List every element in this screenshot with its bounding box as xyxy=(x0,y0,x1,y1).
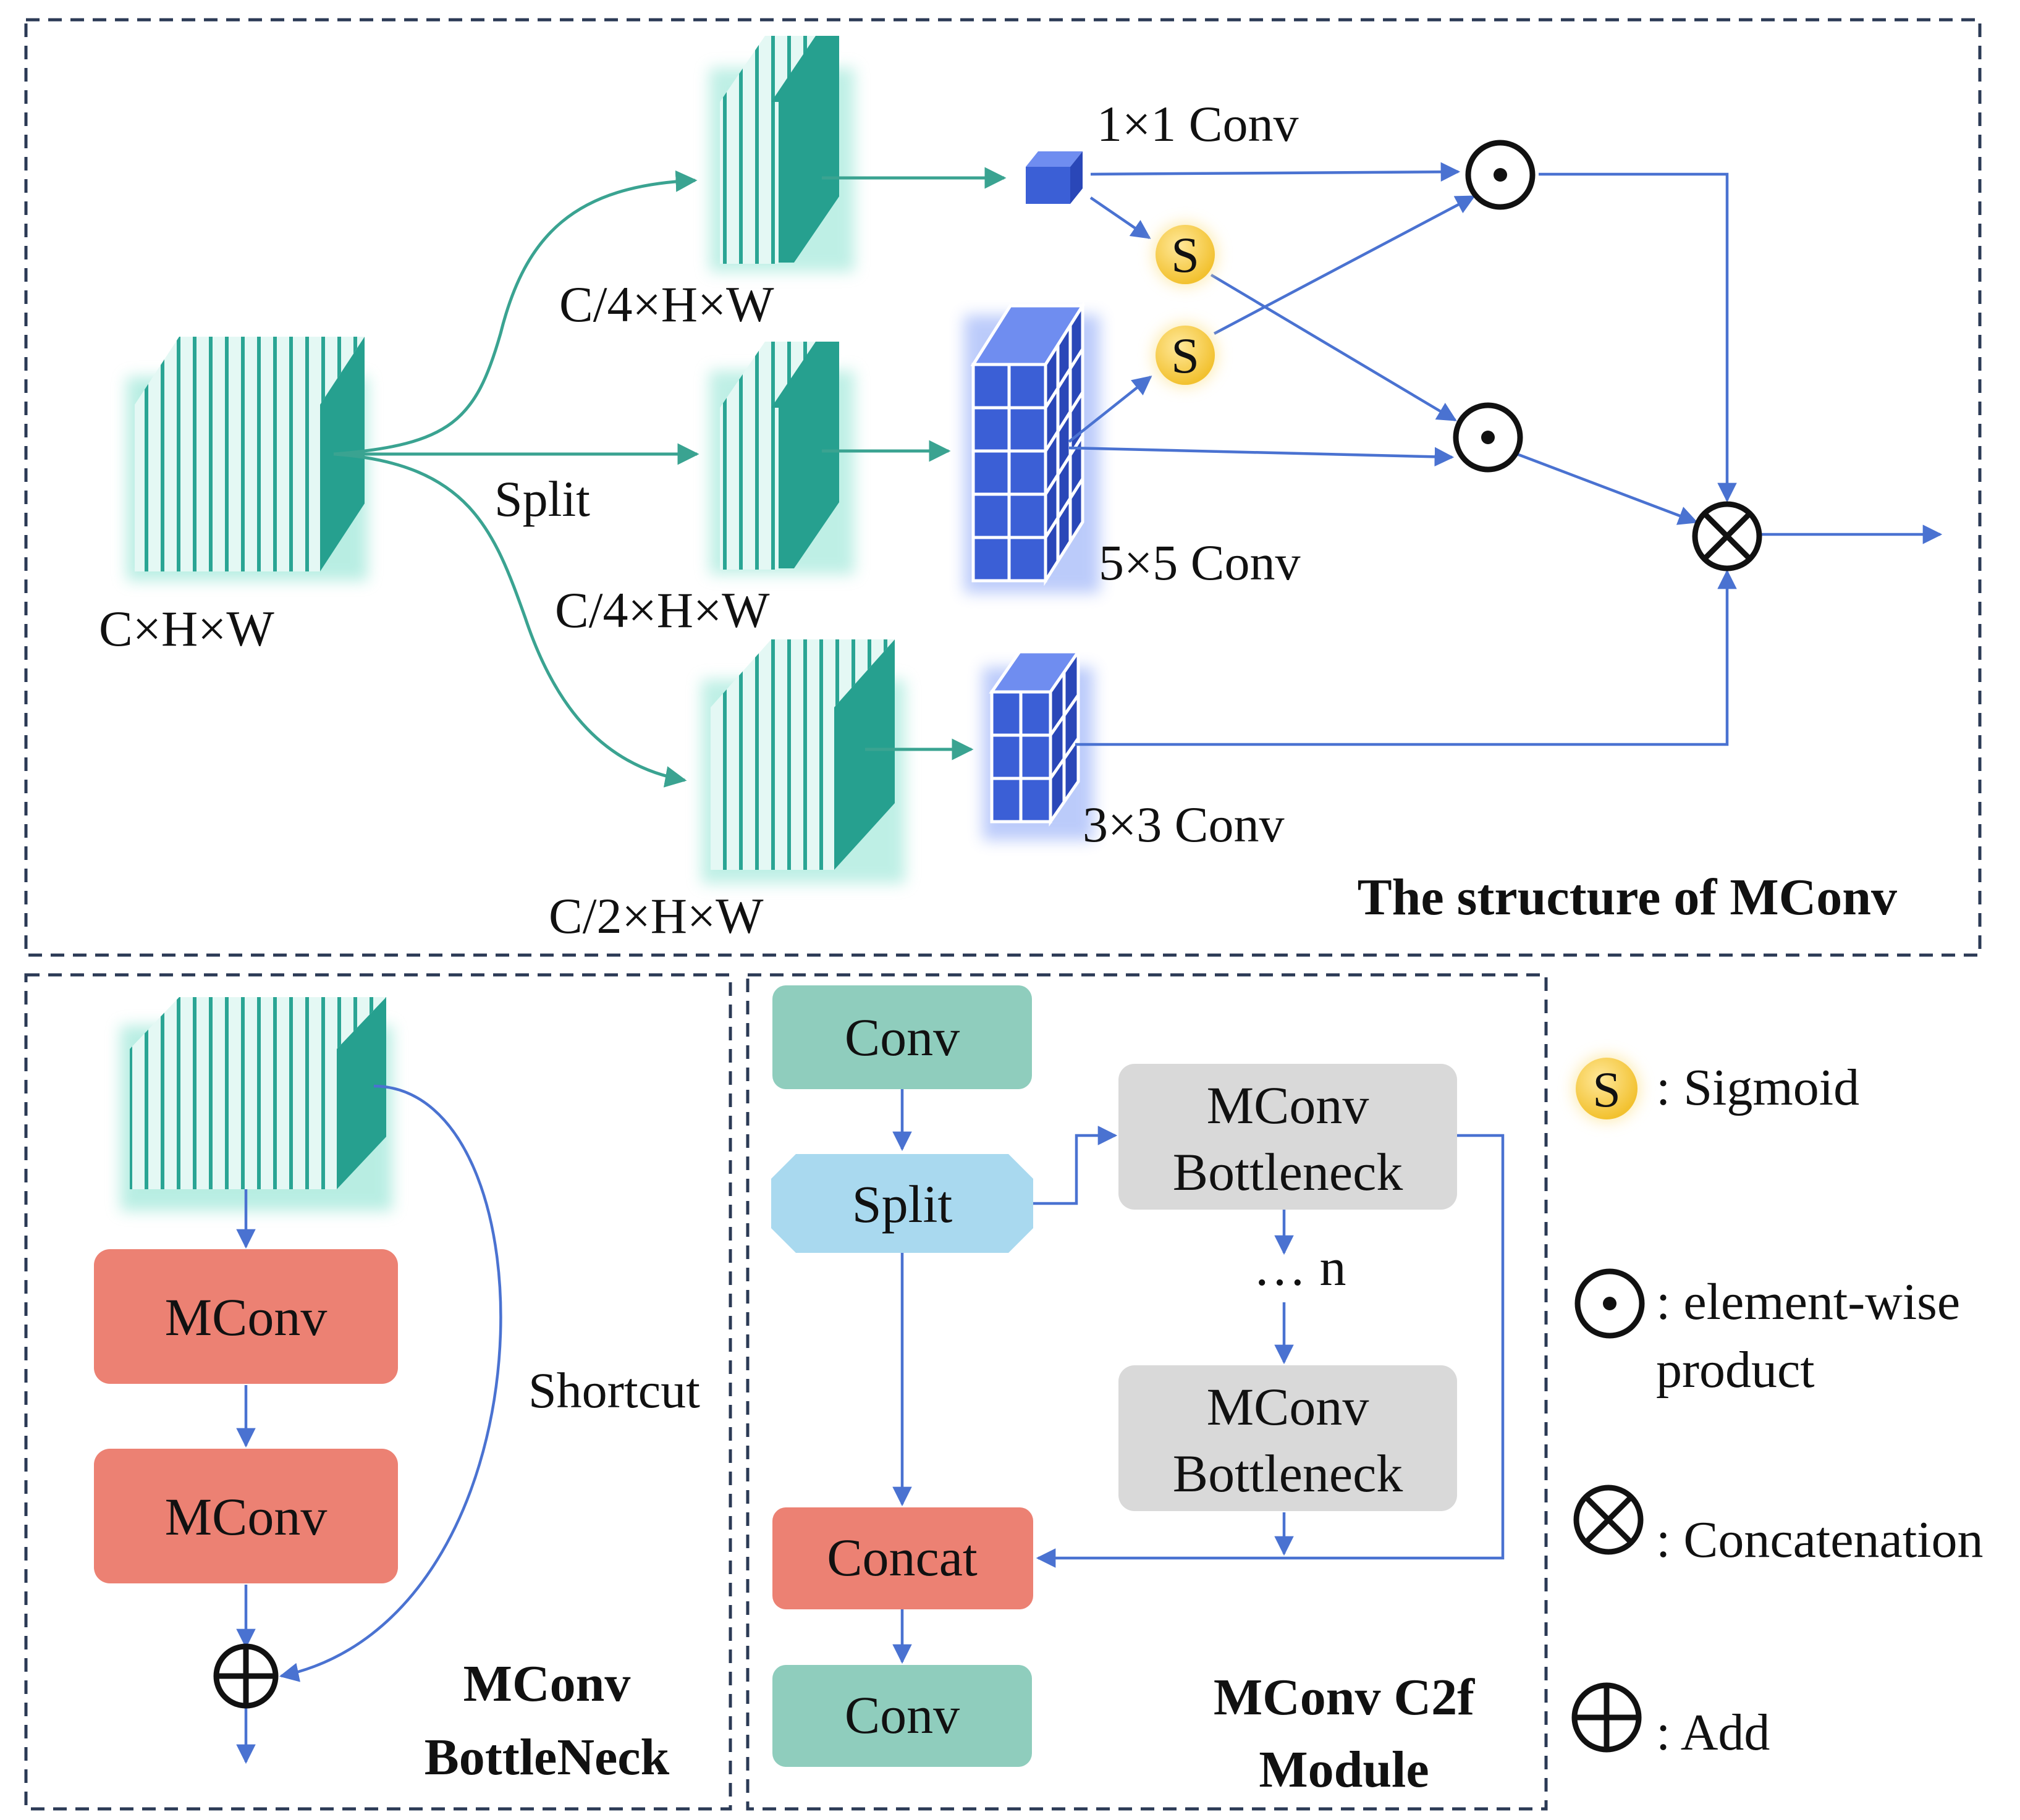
c2f-concat-label: Concat xyxy=(827,1528,978,1587)
conv3x3-label: 3×3 Conv xyxy=(1083,796,1284,853)
split-arrows xyxy=(333,170,699,788)
legend-concatenation-icon xyxy=(1573,1485,1644,1555)
branch-feature-map-3 xyxy=(701,639,905,883)
mconv-block-2-label: MConv xyxy=(165,1487,328,1546)
repeat-n-label: … n xyxy=(1253,1237,1346,1297)
mconv-block-2: MConv xyxy=(94,1449,398,1583)
bottleneck-title-line2: BottleNeck xyxy=(425,1729,670,1786)
branch-1-dims-label: C/4×H×W xyxy=(559,276,774,332)
branch-2-dims-label: C/4×H×W xyxy=(555,582,770,638)
legend-sigmoid-icon: S xyxy=(1573,1055,1640,1122)
c2f-bottleneck-1: MConv Bottleneck xyxy=(1118,1064,1457,1210)
c2f-split: Split xyxy=(771,1154,1033,1253)
legend-sigmoid-symbol: S xyxy=(1592,1061,1621,1118)
mconv-block-1-label: MConv xyxy=(165,1287,328,1347)
c2f-bottleneck-2: MConv Bottleneck xyxy=(1118,1365,1457,1511)
sigmoid-node-1: S xyxy=(1153,222,1217,287)
legend-elementwise-icon xyxy=(1574,1268,1645,1339)
c2f-conv-top-label: Conv xyxy=(845,1008,960,1067)
flow-arrows xyxy=(1068,162,1943,746)
c2f-arrows xyxy=(892,1089,1505,1664)
c2f-conv-bottom-label: Conv xyxy=(845,1685,960,1745)
split-label: Split xyxy=(494,471,590,527)
sigmoid-symbol-2: S xyxy=(1171,327,1199,384)
concatenation-node xyxy=(1692,501,1762,571)
input-dims-label: C×H×W xyxy=(99,600,274,657)
conv1x1-label: 1×1 Conv xyxy=(1097,96,1298,152)
sigmoid-node-2: S xyxy=(1153,323,1217,387)
branch-feature-map-2 xyxy=(709,342,855,575)
legend-add-label: : Add xyxy=(1656,1704,1770,1761)
to-conv-arrows xyxy=(822,167,1007,760)
shortcut-label: Shortcut xyxy=(528,1362,700,1418)
bottleneck-title-line1: MConv xyxy=(463,1655,631,1713)
bottleneck-panel xyxy=(24,973,732,1811)
legend-elementwise-label-line2: product xyxy=(1656,1341,1815,1399)
c2f-bottleneck-1-line2: Bottleneck xyxy=(1173,1142,1403,1202)
legend-sigmoid-label: : Sigmoid xyxy=(1656,1059,1859,1116)
input-feature-map xyxy=(127,337,368,581)
mconv-structure-title: The structure of MConv xyxy=(1358,869,1897,926)
mconv-block-1: MConv xyxy=(94,1249,398,1384)
c2f-split-label: Split xyxy=(852,1174,953,1234)
c2f-bottleneck-1-line1: MConv xyxy=(1207,1076,1369,1135)
bottleneck-feature-map xyxy=(120,997,392,1211)
elementwise-product-node-2 xyxy=(1453,402,1523,473)
bottleneck-arrows xyxy=(236,1084,502,1764)
conv1x1-cube xyxy=(1026,151,1083,204)
c2f-conv-top: Conv xyxy=(772,985,1032,1089)
c2f-bottleneck-2-line2: Bottleneck xyxy=(1173,1444,1403,1503)
panel-borders xyxy=(24,18,1982,1811)
c2f-concat: Concat xyxy=(772,1507,1033,1609)
branch-3-dims-label: C/2×H×W xyxy=(549,888,764,944)
legend-add-icon xyxy=(1571,1682,1642,1753)
conv5x5-label: 5×5 Conv xyxy=(1099,534,1300,591)
branch-feature-map-1 xyxy=(709,36,855,272)
legend-concatenation-label: : Concatenation xyxy=(1656,1511,1984,1569)
c2f-title-line1: MConv C2f xyxy=(1214,1669,1475,1726)
add-node xyxy=(213,1643,279,1709)
c2f-conv-bottom: Conv xyxy=(772,1665,1032,1767)
c2f-title-line2: Module xyxy=(1259,1741,1429,1798)
c2f-panel xyxy=(746,973,1548,1811)
legend-elementwise-label-line1: : element-wise xyxy=(1656,1273,1960,1331)
sigmoid-symbol-1: S xyxy=(1171,227,1199,283)
elementwise-product-node-1 xyxy=(1465,140,1536,210)
c2f-bottleneck-2-line1: MConv xyxy=(1207,1377,1369,1436)
conv3x3-block xyxy=(983,646,1094,840)
conv5x5-block xyxy=(964,300,1100,593)
